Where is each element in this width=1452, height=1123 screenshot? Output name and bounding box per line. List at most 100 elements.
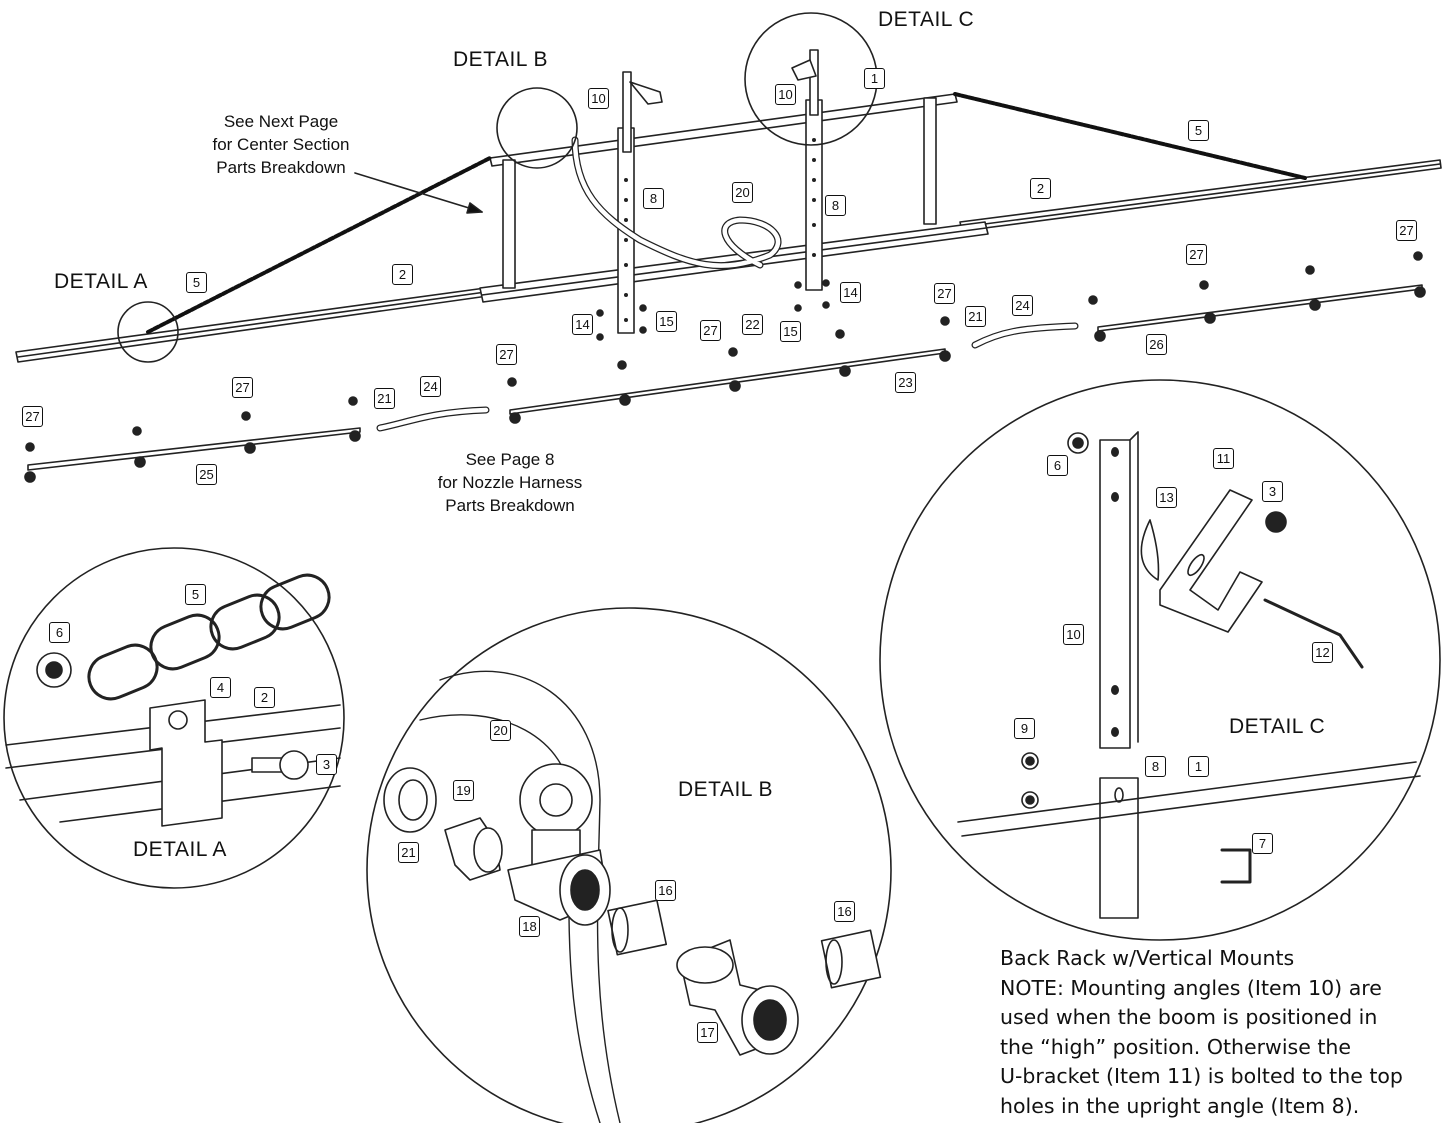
reference-line: See Page 8 bbox=[465, 450, 555, 469]
center-section-leader bbox=[354, 172, 483, 213]
callout-item: 18 bbox=[519, 916, 540, 937]
callout-item: 10 bbox=[588, 88, 609, 109]
callout-item: 9 bbox=[1014, 718, 1035, 739]
angle-10 bbox=[1099, 439, 1131, 749]
detail-a-top-heading: DETAIL A bbox=[54, 270, 148, 293]
callout-item: 19 bbox=[453, 780, 474, 801]
pin-12 bbox=[1263, 598, 1364, 669]
detail-a-marker bbox=[117, 301, 179, 363]
callout-item: 15 bbox=[656, 311, 677, 332]
callout-item: 26 bbox=[1146, 334, 1167, 355]
callout-item: 8 bbox=[643, 188, 664, 209]
harness-bar-25 bbox=[27, 427, 361, 471]
crossbar-1 bbox=[957, 761, 1421, 837]
left-post bbox=[502, 159, 516, 289]
chain-link-3 bbox=[209, 593, 281, 651]
callout-item: 24 bbox=[420, 376, 441, 397]
detail-c-circle bbox=[879, 379, 1441, 941]
detail-b-circle bbox=[366, 607, 892, 1123]
nipple-16a bbox=[607, 899, 668, 956]
callout-item: 16 bbox=[834, 901, 855, 922]
reference-line: for Center Section bbox=[212, 135, 350, 154]
detail-b-hose bbox=[439, 670, 621, 1123]
callout-item: 14 bbox=[572, 314, 593, 335]
reference-line: Parts Breakdown bbox=[445, 496, 575, 515]
reference-line: Parts Breakdown bbox=[216, 158, 346, 177]
note-line: U-bracket (Item 11) is bolted to the top bbox=[1000, 1064, 1403, 1088]
detail-c-top-heading: DETAIL C bbox=[878, 8, 975, 31]
detail-b-marker bbox=[496, 87, 578, 169]
callout-item: 5 bbox=[1188, 120, 1209, 141]
nozzle-harness bbox=[24, 251, 1426, 483]
callout-item: 22 bbox=[742, 314, 763, 335]
harness-bar-26 bbox=[1097, 284, 1423, 332]
boom-assembly bbox=[15, 12, 1442, 363]
callout-item: 4 bbox=[210, 677, 231, 698]
nipple-16b bbox=[820, 929, 882, 989]
detail-a-circle-heading: DETAIL A bbox=[133, 838, 227, 861]
callout-item: 27 bbox=[232, 377, 253, 398]
callout-item: 27 bbox=[496, 344, 517, 365]
detail-b-circle-heading: DETAIL B bbox=[678, 778, 774, 801]
reference-line: for Nozzle Harness bbox=[437, 473, 583, 492]
valve-handle bbox=[519, 763, 593, 837]
center-section-reference: See Next Page for Center Section Parts B… bbox=[186, 110, 376, 179]
callout-item: 27 bbox=[1396, 220, 1417, 241]
callout-item: 27 bbox=[1186, 244, 1207, 265]
callout-item: 8 bbox=[1145, 756, 1166, 777]
callout-item: 8 bbox=[825, 195, 846, 216]
callout-item: 2 bbox=[254, 687, 275, 708]
callout-item: 10 bbox=[775, 84, 796, 105]
note-line: NOTE: Mounting angles (Item 10) are bbox=[1000, 975, 1382, 1000]
callout-item: 1 bbox=[864, 68, 885, 89]
bolt-3c bbox=[1265, 511, 1287, 533]
callout-item: 27 bbox=[934, 283, 955, 304]
bracket-4 bbox=[149, 699, 223, 827]
callout-item: 21 bbox=[965, 306, 986, 327]
note-line: the “high” position. Otherwise the bbox=[1000, 1034, 1351, 1059]
u-bolt-7 bbox=[1220, 848, 1252, 884]
top-bar bbox=[489, 93, 958, 167]
callout-item: 2 bbox=[1030, 178, 1051, 199]
callout-item: 25 bbox=[196, 464, 217, 485]
callout-item: 10 bbox=[1063, 624, 1084, 645]
harness-bar-23 bbox=[509, 348, 946, 415]
callout-item: 5 bbox=[185, 584, 206, 605]
mounting-angle-right bbox=[809, 49, 819, 116]
detail-a-view bbox=[3, 547, 345, 889]
note-line: used when the boom is positioned in bbox=[1000, 1005, 1378, 1029]
mount-bracket-right bbox=[791, 59, 817, 81]
callout-item: 17 bbox=[697, 1022, 718, 1043]
callout-item: 1 bbox=[1188, 756, 1209, 777]
callout-item: 27 bbox=[22, 406, 43, 427]
clip-13 bbox=[1140, 519, 1160, 581]
detail-c-view bbox=[879, 379, 1441, 941]
callout-item: 12 bbox=[1312, 642, 1333, 663]
callout-item: 6 bbox=[1047, 455, 1068, 476]
detail-b-top-heading: DETAIL B bbox=[453, 48, 549, 71]
callout-item: 21 bbox=[374, 388, 395, 409]
callout-item: 24 bbox=[1012, 295, 1033, 316]
callout-item: 21 bbox=[398, 842, 419, 863]
note-title: Back Rack w/Vertical Mounts bbox=[1000, 946, 1295, 970]
reference-line: See Next Page bbox=[223, 112, 339, 131]
mount-bracket-left bbox=[629, 81, 663, 105]
note-line: holes in the upright angle (Item 8). bbox=[1000, 1093, 1360, 1118]
mounting-angle-left bbox=[622, 71, 632, 153]
detail-b-view bbox=[366, 607, 892, 1123]
upright-angle-right bbox=[805, 99, 823, 291]
callout-item: 27 bbox=[700, 320, 721, 341]
u-bracket-11 bbox=[1159, 489, 1263, 633]
callout-item: 7 bbox=[1252, 833, 1273, 854]
callout-item: 3 bbox=[316, 754, 337, 775]
callout-item: 20 bbox=[732, 182, 753, 203]
callout-item: 11 bbox=[1213, 448, 1234, 469]
callout-item: 6 bbox=[49, 622, 70, 643]
assembly-note: Back Rack w/Vertical Mounts NOTE: Mounti… bbox=[1000, 944, 1450, 1121]
callout-item: 20 bbox=[490, 720, 511, 741]
callout-item: 14 bbox=[840, 282, 861, 303]
nozzle-harness-reference: See Page 8 for Nozzle Harness Parts Brea… bbox=[410, 448, 610, 517]
left-chain bbox=[146, 156, 492, 334]
callout-item: 16 bbox=[655, 880, 676, 901]
